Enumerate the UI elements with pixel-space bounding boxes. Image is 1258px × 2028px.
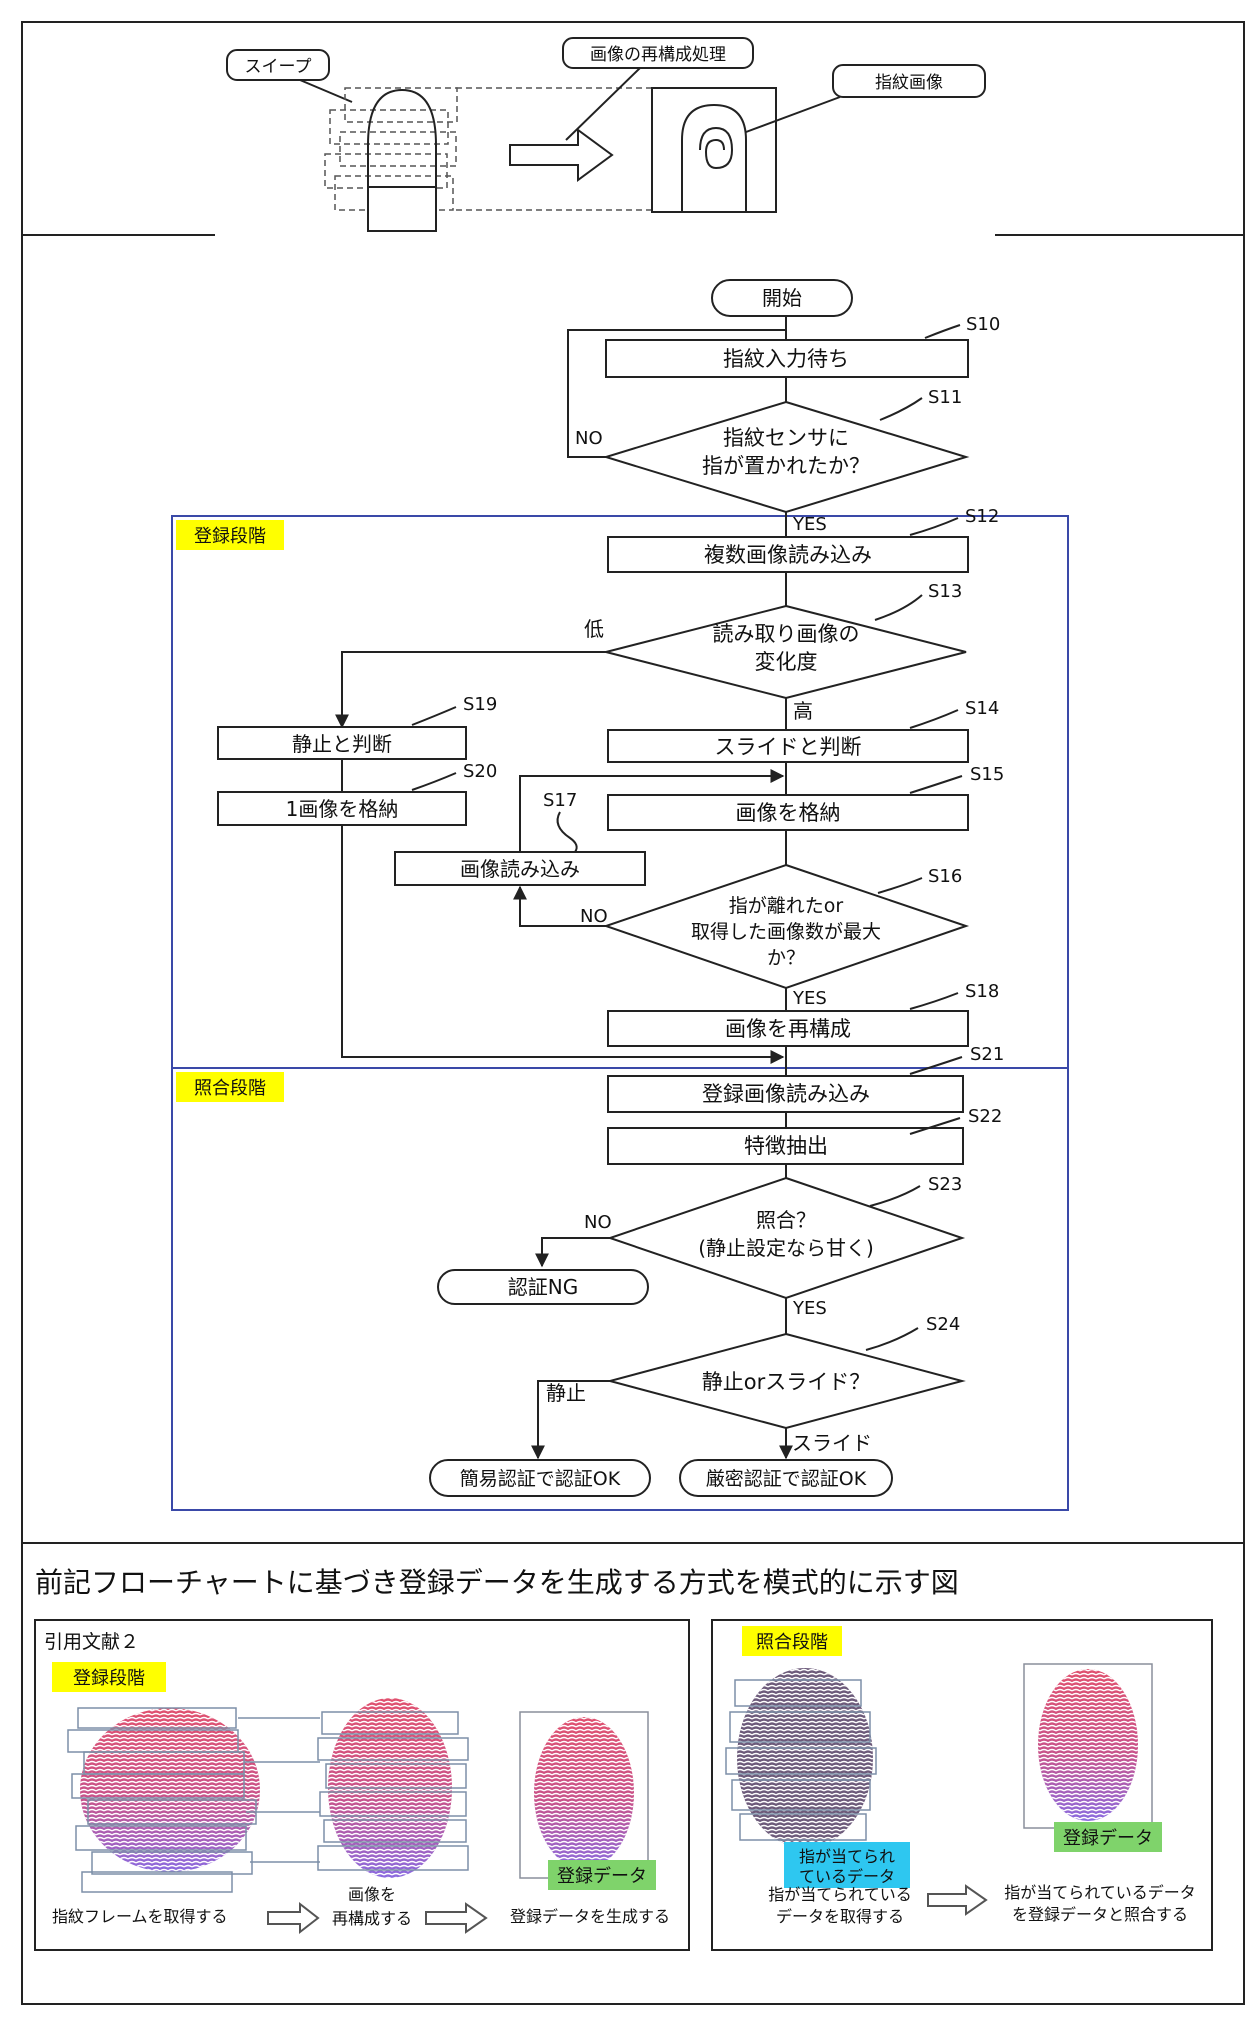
left-step2-line1: 画像を <box>348 1885 396 1904</box>
s24-still: 静止 <box>546 1381 586 1405</box>
auth-ng: 認証NG <box>508 1275 578 1299</box>
s16-line3: か？ <box>767 947 805 969</box>
s11-line1: 指紋センサに <box>723 426 849 450</box>
flow-start: 開始 <box>762 286 802 310</box>
left-step1: 指紋フレームを取得する <box>52 1907 228 1926</box>
s23-line1: 照合？ <box>756 1208 816 1232</box>
left-result-badge: 登録データ <box>557 1866 647 1887</box>
s23-line2: (静止設定なら甘く) <box>698 1236 874 1260</box>
s23-yes: YES <box>792 1298 827 1319</box>
auth-ok-strict: 厳密認証で認証OK <box>706 1468 867 1490</box>
s18-text: 画像を再構成 <box>725 1017 851 1041</box>
right-result-fingerprint <box>1023 1663 1153 1829</box>
left-panel: 引用文献２ 登録段階 <box>34 1619 690 1951</box>
s11-code: S11 <box>928 387 962 408</box>
s16-no: NO <box>580 906 608 927</box>
s10-text: 指紋入力待ち <box>723 347 849 371</box>
right-step2-line1: 指が当てられているデータ <box>1004 1883 1196 1902</box>
left-stage: 登録段階 <box>73 1668 145 1689</box>
right-stage: 照合段階 <box>756 1632 828 1653</box>
s15-code: S15 <box>970 764 1004 785</box>
stage-box-matching <box>171 1067 1069 1511</box>
s22-text: 特徴抽出 <box>744 1134 828 1158</box>
label-fingerprint: 指紋画像 <box>875 73 943 93</box>
right-step1-line2: データを取得する <box>776 1907 904 1926</box>
s22-code: S22 <box>968 1106 1002 1127</box>
stage-label-registration: 登録段階 <box>194 526 266 547</box>
left-step2-line2: 再構成する <box>332 1909 412 1928</box>
s14-text: スライドと判断 <box>715 735 862 759</box>
s19-text: 静止と判断 <box>292 732 392 756</box>
label-reconstruct: 画像の再構成処理 <box>590 45 726 65</box>
auth-ok-simple: 簡易認証で認証OK <box>460 1468 621 1490</box>
s12-code: S12 <box>965 506 999 527</box>
left-step3: 登録データを生成する <box>510 1907 670 1926</box>
s21-code: S21 <box>970 1044 1004 1065</box>
s20-code: S20 <box>463 761 497 782</box>
s24-slide: スライド <box>792 1431 872 1455</box>
s13-high: 高 <box>793 699 813 723</box>
s13-line2: 変化度 <box>755 650 818 674</box>
s11-no: NO <box>575 428 603 449</box>
outer-frame <box>21 21 1245 2005</box>
s11-line2: 指が置かれたか？ <box>702 454 870 478</box>
s13-code: S13 <box>928 581 962 602</box>
s23-no: NO <box>584 1212 612 1233</box>
s17-code: S17 <box>543 790 577 811</box>
right-touch-badge-line2: ているデータ <box>799 1867 895 1886</box>
s19-code: S19 <box>463 694 497 715</box>
label-sweep: スイープ <box>245 57 312 77</box>
right-step2-line2: を登録データと照合する <box>1012 1905 1188 1924</box>
right-result-badge: 登録データ <box>1063 1828 1153 1849</box>
s20-text: 1画像を格納 <box>286 797 399 821</box>
s24-code: S24 <box>926 1314 960 1335</box>
flowchart: 登録段階 照合段階 開始 指紋入力待ち S10 指紋センサに 指が置かれたか？ … <box>171 279 1069 1511</box>
bottom-title: 前記フローチャートに基づき登録データを生成する方式を模式的に示す図 <box>35 1566 959 1599</box>
s12-text: 複数画像読み込み <box>704 543 872 567</box>
s16-line2: 取得した画像数が最大 <box>691 921 881 943</box>
s10-code: S10 <box>966 314 1000 335</box>
s13-line1: 読み取り画像の <box>713 622 860 646</box>
right-touch-badge-line1: 指が当てられ <box>799 1847 895 1866</box>
right-step1-line1: 指が当てられている <box>768 1885 912 1904</box>
s21-text: 登録画像読み込み <box>702 1082 870 1106</box>
stage-label-matching: 照合段階 <box>194 1078 266 1099</box>
left-result-fingerprint <box>519 1711 649 1879</box>
s11-yes: YES <box>792 514 827 535</box>
touch-frames <box>725 1668 877 1848</box>
sweep-illustration: スイープ 画像の再構成処理 指紋画像 <box>226 37 986 232</box>
left-citation: 引用文献２ <box>44 1631 139 1653</box>
fingerprint-frames <box>67 1707 320 1893</box>
reconstructing-frames <box>317 1698 469 1878</box>
s13-low: 低 <box>584 617 604 641</box>
s16-yes: YES <box>792 988 827 1009</box>
s14-code: S14 <box>965 698 999 719</box>
s18-code: S18 <box>965 981 999 1002</box>
s16-line1: 指が離れたor <box>729 895 844 917</box>
s23-code: S23 <box>928 1174 962 1195</box>
s16-code: S16 <box>928 866 962 887</box>
s17-text: 画像読み込み <box>460 857 580 881</box>
s24-text: 静止orスライド？ <box>702 1370 870 1394</box>
s15-text: 画像を格納 <box>736 801 841 825</box>
right-panel: 照合段階 指が当てられ ているデータ 登録データ 指が当てられている データを取… <box>711 1619 1213 1951</box>
